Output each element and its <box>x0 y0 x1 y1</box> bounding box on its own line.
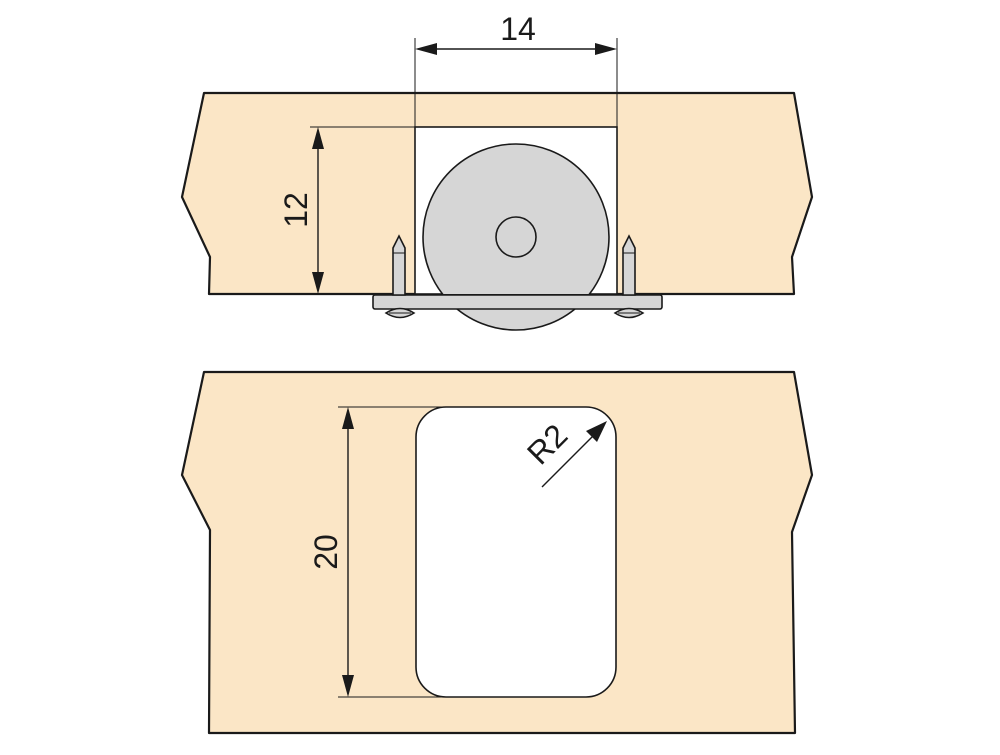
height-dimension: 20 <box>308 406 445 698</box>
wheel-axle <box>495 216 537 258</box>
right-fixing-pin <box>613 234 645 319</box>
depth-dimension: 12 <box>278 126 415 294</box>
rounded-cutout <box>415 406 617 698</box>
left-fixing-pin <box>384 234 416 319</box>
bottom-view: 20 R2 <box>180 370 814 735</box>
width-dimension-label: 14 <box>500 11 536 47</box>
height-dimension-label: 20 <box>308 534 344 570</box>
depth-dimension-label: 12 <box>278 192 314 228</box>
width-dimension: 14 <box>414 11 618 127</box>
top-view: 14 12 <box>180 11 814 331</box>
mounting-plate <box>372 294 663 310</box>
